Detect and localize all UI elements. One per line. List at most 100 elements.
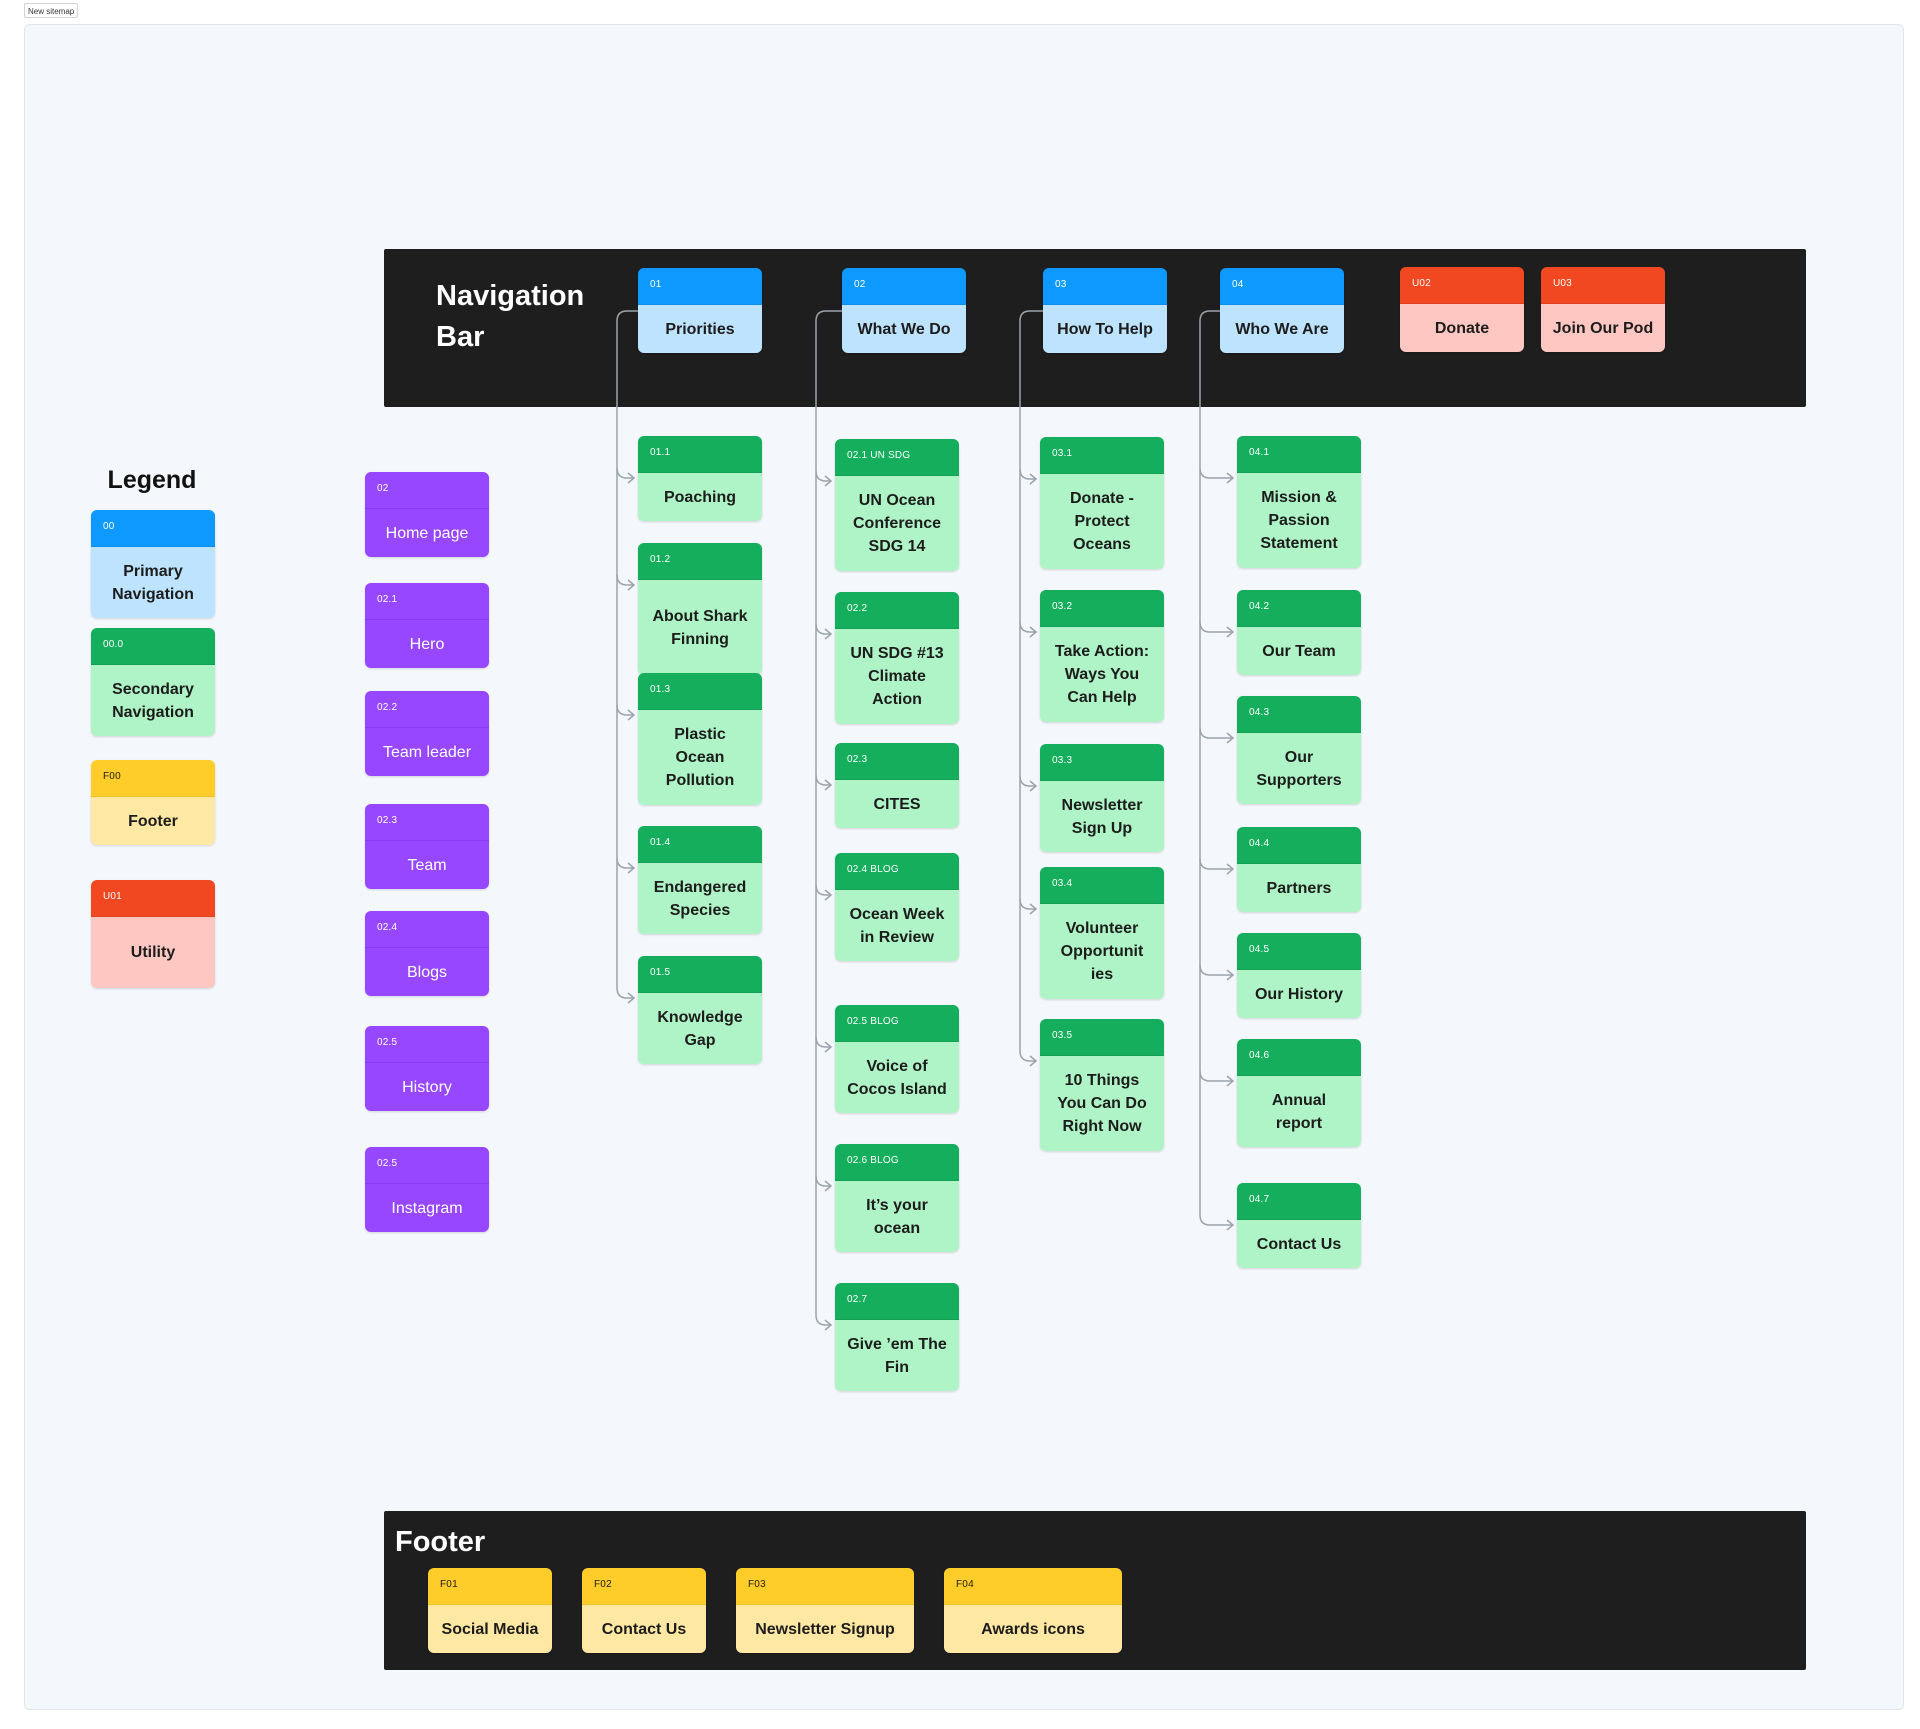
connector-arrowhead	[1226, 863, 1235, 875]
card-code: 04.4	[1237, 827, 1361, 864]
connector-arrowhead	[1029, 903, 1038, 915]
card-label: What We Do	[842, 305, 966, 353]
card-code: 02.2	[835, 592, 959, 629]
card-code: 02.7	[835, 1283, 959, 1320]
card-label: Give ’em The Fin	[835, 1320, 959, 1391]
footer-bar-title: Footer	[395, 1526, 486, 1558]
connector-trunk	[616, 310, 638, 988]
card-code: 02.6 BLOG	[835, 1144, 959, 1181]
card-code: 02.1 UN SDG	[835, 439, 959, 476]
card-label: Voice of Cocos Island	[835, 1042, 959, 1113]
connector-arrowhead	[627, 579, 636, 591]
card-label: Mission & Passion Statement	[1237, 473, 1361, 568]
card-label: 10 Things You Can Do Right Now	[1040, 1056, 1164, 1151]
card-code: 03.3	[1040, 744, 1164, 781]
card-code: 02.5 BLOG	[835, 1005, 959, 1042]
connector-branch	[1019, 1050, 1036, 1062]
connector-arrowhead	[824, 779, 833, 791]
card-label: Team	[365, 841, 489, 889]
card-label: Primary Navigation	[91, 547, 215, 618]
card-label: Secondary Navigation	[91, 665, 215, 736]
navigation-bar-title: Navigation Bar	[436, 280, 585, 353]
card-label: Our History	[1237, 970, 1361, 1018]
connector-arrowhead	[1226, 1075, 1235, 1087]
frame-label[interactable]: New sitemap	[24, 3, 79, 18]
connector-arrowhead	[824, 1319, 833, 1331]
card-label: Priorities	[638, 305, 762, 353]
connector-arrowhead	[824, 628, 833, 640]
card-label: Join Our Pod	[1541, 304, 1665, 352]
card-code: 03	[1043, 268, 1167, 305]
card-code: F04	[944, 1568, 1122, 1605]
card-label: UN SDG #13 Climate Action	[835, 629, 959, 724]
connector-arrowhead	[627, 472, 636, 484]
card-label: Team leader	[365, 728, 489, 776]
connector-trunk	[1019, 310, 1043, 1051]
card-code: F00	[91, 760, 215, 797]
card-code: 02	[842, 268, 966, 305]
connector-arrowhead	[627, 992, 636, 1004]
card-label: Donate	[1400, 304, 1524, 352]
card-code: 04.7	[1237, 1183, 1361, 1220]
card-label: Plastic Ocean Pollution	[638, 710, 762, 805]
card-code: 01	[638, 268, 762, 305]
card-code: 00	[91, 510, 215, 547]
card-code: 02.3	[365, 804, 489, 841]
connector-arrowhead	[1029, 780, 1038, 792]
card-code: 04.6	[1237, 1039, 1361, 1076]
connector-branch	[1199, 1214, 1233, 1226]
card-label: History	[365, 1063, 489, 1111]
card-label: How To Help	[1043, 305, 1167, 353]
connector-arrowhead	[1226, 969, 1235, 981]
card-code: 03.5	[1040, 1019, 1164, 1056]
card-code: 01.4	[638, 826, 762, 863]
card-code: U02	[1400, 267, 1524, 304]
card-code: 02.5	[365, 1026, 489, 1063]
